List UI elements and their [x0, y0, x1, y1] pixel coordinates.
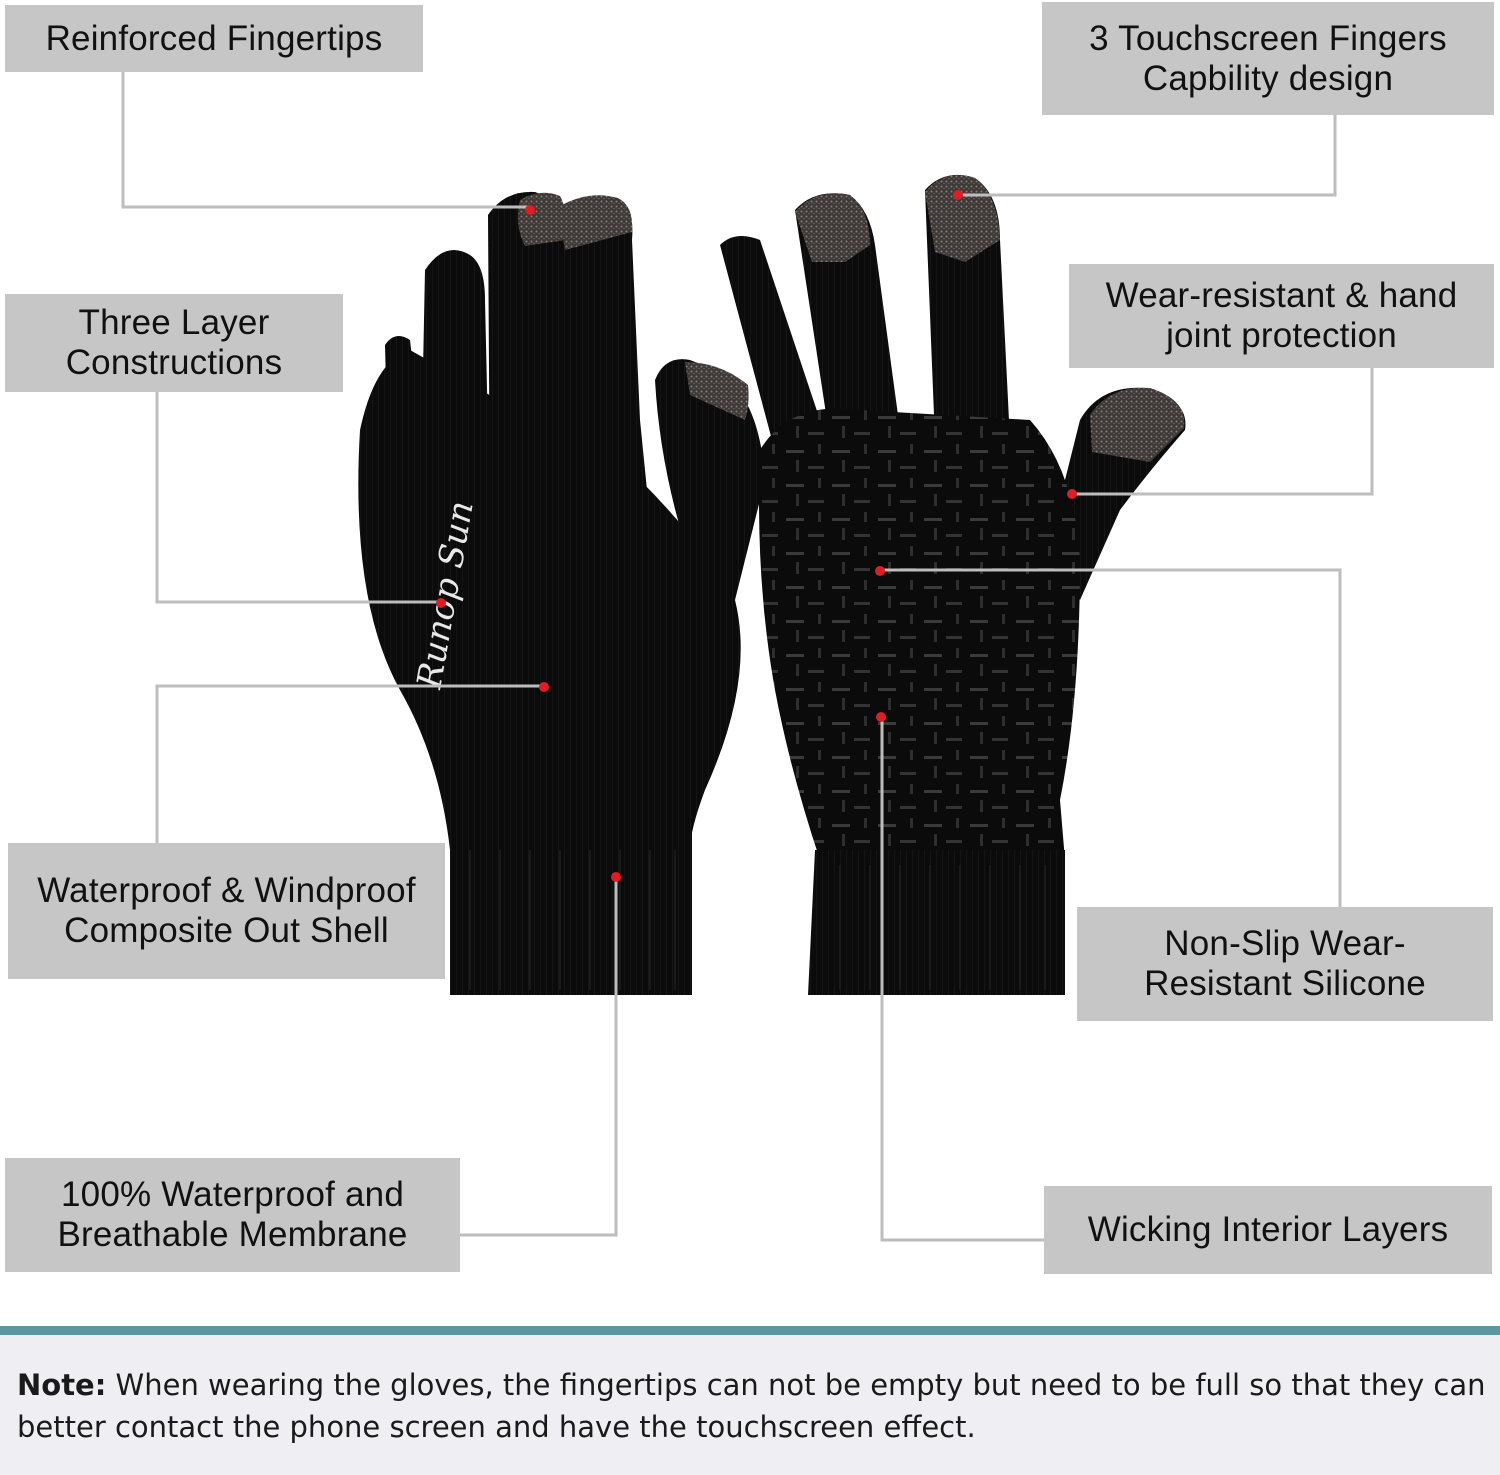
label-reinforced-fingertips: Reinforced Fingertips — [5, 5, 423, 72]
leader-lines — [121, 72, 1374, 1242]
marker-dot — [1067, 489, 1077, 499]
label-wicking-layers: Wicking Interior Layers — [1044, 1186, 1492, 1274]
marker-dot — [876, 712, 886, 722]
label-wear-resistant-joint: Wear-resistant & hand joint protection — [1069, 264, 1494, 368]
marker-dot — [611, 872, 621, 882]
marker-dot — [539, 682, 549, 692]
label-non-slip-silicone: Non-Slip Wear- Resistant Silicone — [1077, 907, 1493, 1021]
label-text: Waterproof & Windproof Composite Out She… — [37, 871, 416, 950]
note-prefix: Note: — [17, 1368, 107, 1402]
label-text: Wear-resistant & hand joint protection — [1105, 276, 1458, 355]
marker-dot — [436, 598, 446, 608]
note-text: Note: When wearing the gloves, the finge… — [17, 1364, 1492, 1448]
marker-dot — [953, 190, 963, 200]
label-touchscreen-fingers: 3 Touchscreen Fingers Capbility design — [1042, 2, 1494, 115]
label-text: Non-Slip Wear- Resistant Silicone — [1144, 924, 1426, 1003]
left-glove: Runop Sun — [358, 191, 765, 995]
note-panel — [0, 1326, 1500, 1475]
label-three-layer: Three Layer Constructions — [5, 294, 343, 392]
right-glove — [720, 174, 1186, 995]
note-body: When wearing the gloves, the fingertips … — [17, 1368, 1486, 1444]
label-text: Three Layer Constructions — [65, 303, 283, 382]
marker-dot — [875, 566, 885, 576]
label-waterproof-membrane: 100% Waterproof and Breathable Membrane — [5, 1158, 460, 1272]
label-waterproof-windproof: Waterproof & Windproof Composite Out She… — [8, 843, 445, 979]
marker-dots — [436, 190, 1077, 882]
label-text: Reinforced Fingertips — [45, 18, 383, 58]
label-text: Wicking Interior Layers — [1087, 1210, 1449, 1249]
label-text: 3 Touchscreen Fingers Capbility design — [1089, 18, 1447, 98]
marker-dot — [525, 205, 535, 215]
label-text: 100% Waterproof and Breathable Membrane — [57, 1175, 408, 1254]
